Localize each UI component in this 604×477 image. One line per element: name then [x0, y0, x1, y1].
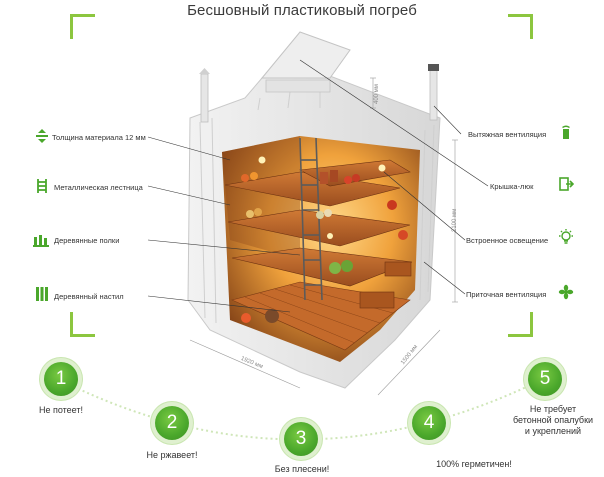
- diagram-title: Бесшовный пластиковый погреб: [187, 2, 417, 19]
- benefit-5-text: Не требует бетонной опалубки и укреплени…: [512, 404, 594, 436]
- hatch-icon: [558, 176, 575, 192]
- floor-deck-icon: [34, 286, 50, 302]
- callout-lines: [147, 59, 489, 313]
- label-metal-ladder: Металлическая лестница: [54, 183, 143, 192]
- benefit-4-text: 100% герметичен!: [436, 459, 512, 469]
- label-exhaust-vent: Вытяжная вентиляция: [468, 130, 547, 139]
- label-wooden-shelves: Деревянные полки: [54, 236, 120, 245]
- label-material-thickness: Толщина материала 12 мм: [52, 133, 146, 142]
- hatch-lid: [260, 31, 351, 79]
- lightbulb-icon: [558, 228, 574, 244]
- benefit-3-text: Без плесени!: [274, 464, 330, 474]
- benefit-2-badge: 2: [155, 406, 189, 440]
- exhaust-vent-icon: [558, 124, 574, 140]
- label-hatch: Крышка-люк: [490, 182, 534, 191]
- thickness-icon: [34, 128, 50, 144]
- frame-corner-bottom-right: [508, 312, 533, 337]
- frame-corner-bottom-left: [70, 312, 95, 337]
- benefit-4-badge: 4: [412, 406, 446, 440]
- benefit-3-badge: 3: [284, 422, 318, 456]
- stored-produce: [241, 170, 412, 323]
- label-lighting: Встроенное освещение: [466, 236, 549, 245]
- benefit-5-badge: 5: [528, 362, 562, 396]
- benefit-1-text: Не потеет!: [38, 405, 84, 415]
- frame-corner-top-right: [508, 14, 533, 39]
- label-supply-vent: Приточная вентиляция: [466, 290, 547, 299]
- fan-icon: [558, 284, 574, 300]
- benefit-2-text: Не ржавеет!: [146, 450, 198, 460]
- label-wooden-floor: Деревянный настил: [54, 292, 124, 301]
- frame-corner-top-left: [70, 14, 95, 39]
- benefit-1-badge: 1: [44, 362, 78, 396]
- metal-ladder: [299, 137, 323, 301]
- ceiling-lights: [258, 156, 386, 239]
- ladder-icon: [34, 178, 50, 194]
- shell-ribs: [199, 91, 435, 324]
- shelves-icon: [32, 232, 49, 248]
